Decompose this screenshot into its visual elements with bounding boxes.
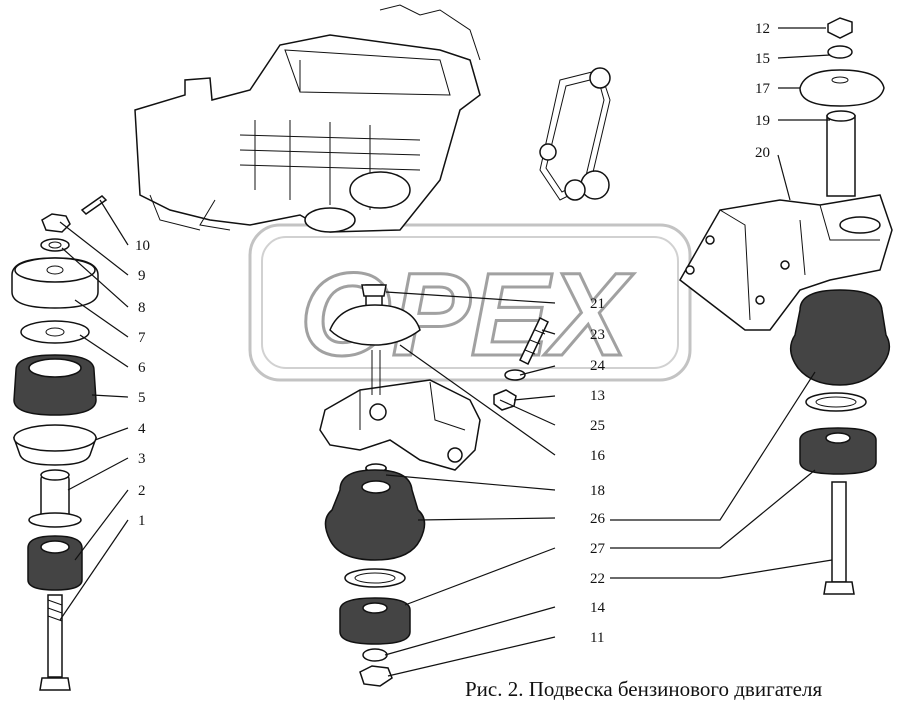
callout-23: 23 bbox=[590, 327, 605, 343]
callout-5: 5 bbox=[138, 390, 146, 406]
callout-20: 20 bbox=[755, 145, 770, 161]
nut-13 bbox=[493, 389, 517, 411]
washer-15 bbox=[827, 45, 853, 59]
center-mount-stack bbox=[319, 284, 549, 687]
shim-washer-right bbox=[805, 392, 867, 412]
callout-26: 26 bbox=[590, 511, 606, 527]
watermark: OPEX bbox=[248, 223, 692, 383]
callout-labels: 10 9 8 7 6 5 4 3 2 1 12 15 17 19 20 21 2… bbox=[135, 21, 771, 646]
washer-14 bbox=[362, 648, 388, 662]
callout-17: 17 bbox=[755, 81, 771, 97]
leader-lines bbox=[59, 27, 833, 677]
callout-12: 12 bbox=[755, 21, 770, 37]
callout-8: 8 bbox=[138, 300, 146, 316]
callout-11: 11 bbox=[590, 630, 604, 646]
shim-washer bbox=[344, 568, 406, 588]
callout-10: 10 bbox=[135, 238, 150, 254]
callout-16: 16 bbox=[590, 448, 606, 464]
washer-8 bbox=[40, 238, 70, 252]
bolt-1 bbox=[47, 594, 63, 678]
callout-24: 24 bbox=[590, 358, 606, 374]
cup-17 bbox=[799, 69, 885, 107]
stud-23 bbox=[519, 316, 549, 366]
callout-7: 7 bbox=[138, 330, 146, 346]
engine-illustration bbox=[134, 4, 611, 233]
cotter-pin bbox=[80, 195, 108, 215]
nut-12 bbox=[827, 17, 853, 39]
callout-9: 9 bbox=[138, 268, 146, 284]
callout-1: 1 bbox=[138, 513, 146, 529]
washer-24 bbox=[504, 369, 526, 381]
nut-11 bbox=[359, 665, 393, 687]
left-mount-stack bbox=[11, 195, 108, 691]
callout-19: 19 bbox=[755, 113, 770, 129]
callout-3: 3 bbox=[138, 451, 146, 467]
right-mount-stack bbox=[679, 17, 893, 595]
callout-6: 6 bbox=[138, 360, 146, 376]
washer-6 bbox=[20, 320, 90, 344]
callout-13: 13 bbox=[590, 388, 605, 404]
callout-27: 27 bbox=[590, 541, 606, 557]
rubber-pad-26-right bbox=[789, 289, 891, 386]
callout-22: 22 bbox=[590, 571, 605, 587]
callout-18: 18 bbox=[590, 483, 605, 499]
callout-2: 2 bbox=[138, 483, 146, 499]
rubber-pad-26 bbox=[324, 469, 426, 561]
rubber-pad-27-right bbox=[799, 427, 877, 475]
castle-nut bbox=[41, 213, 71, 233]
figure-caption: Рис. 2. Подвеска бензинового двигателя bbox=[465, 677, 822, 701]
callout-25: 25 bbox=[590, 418, 605, 434]
callout-15: 15 bbox=[755, 51, 770, 67]
sleeve-19 bbox=[826, 115, 856, 197]
bolt-22 bbox=[831, 481, 847, 583]
callout-4: 4 bbox=[138, 421, 146, 437]
rubber-pad-27 bbox=[339, 597, 411, 645]
callout-21: 21 bbox=[590, 296, 605, 312]
callout-14: 14 bbox=[590, 600, 606, 616]
